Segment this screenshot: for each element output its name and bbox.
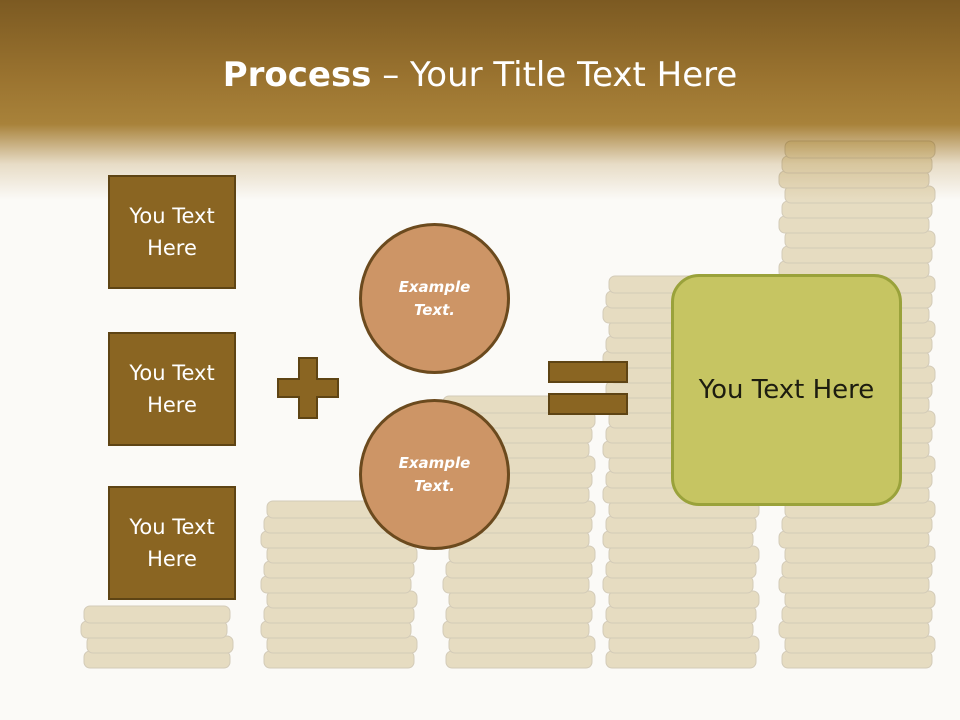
title-band (0, 0, 960, 200)
slide-title[interactable]: Process – Your Title Text Here (0, 52, 960, 98)
text-box-3[interactable]: You Text Here (108, 486, 236, 600)
example-circle-2[interactable]: Example Text. (359, 399, 510, 550)
result-box[interactable]: You Text Here (671, 274, 902, 506)
circle-2-label: Example Text. (398, 453, 471, 495)
example-circle-1[interactable]: Example Text. (359, 223, 510, 374)
text-box-2[interactable]: You Text Here (108, 332, 236, 446)
title-rest: – Your Title Text Here (371, 55, 738, 95)
plus-icon (277, 357, 339, 419)
equals-icon (548, 361, 628, 415)
circle-1-label: Example Text. (398, 277, 471, 319)
title-bold: Process (222, 55, 372, 95)
text-box-1[interactable]: You Text Here (108, 175, 236, 289)
